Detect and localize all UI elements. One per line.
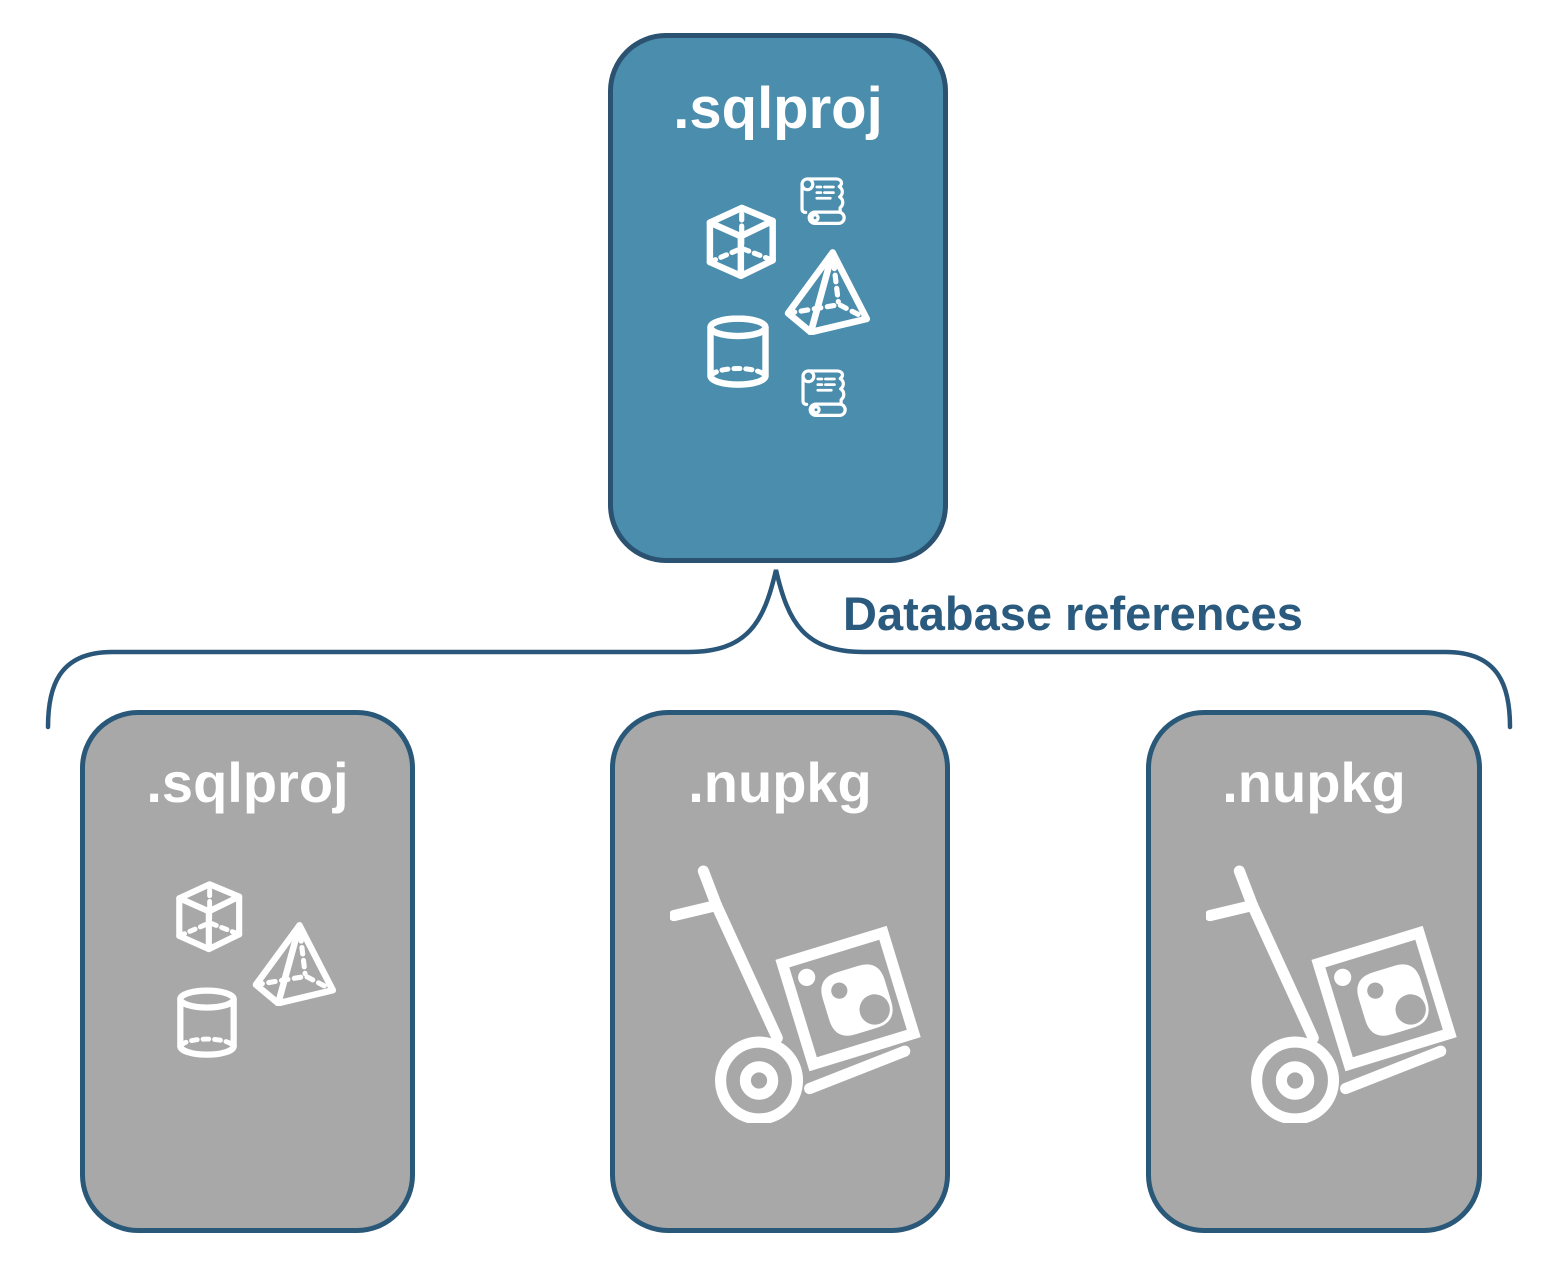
child-node-nupkg-2: .nupkg <box>1146 710 1482 1233</box>
cylinder-icon <box>175 986 239 1062</box>
pyramid-icon <box>243 918 343 1006</box>
package-dolly-icon <box>1206 865 1464 1123</box>
child-node-nupkg-1: .nupkg <box>610 710 950 1233</box>
script-scroll-icon <box>798 173 850 227</box>
root-node-sqlproj: .sqlproj <box>608 33 948 563</box>
child-node-label: .nupkg <box>688 751 872 814</box>
child-node-label: .nupkg <box>1222 751 1406 814</box>
child-node-sqlproj: .sqlproj <box>80 710 415 1233</box>
root-node-label: .sqlproj <box>673 76 883 141</box>
script-scroll-icon <box>799 365 851 419</box>
cylinder-icon <box>705 315 771 391</box>
child-node-label: .sqlproj <box>146 751 349 814</box>
pyramid-icon <box>775 245 877 335</box>
edge-label: Database references <box>843 587 1303 640</box>
cube-icon <box>697 196 783 280</box>
cube-icon <box>167 871 249 955</box>
package-dolly-icon <box>670 865 928 1123</box>
